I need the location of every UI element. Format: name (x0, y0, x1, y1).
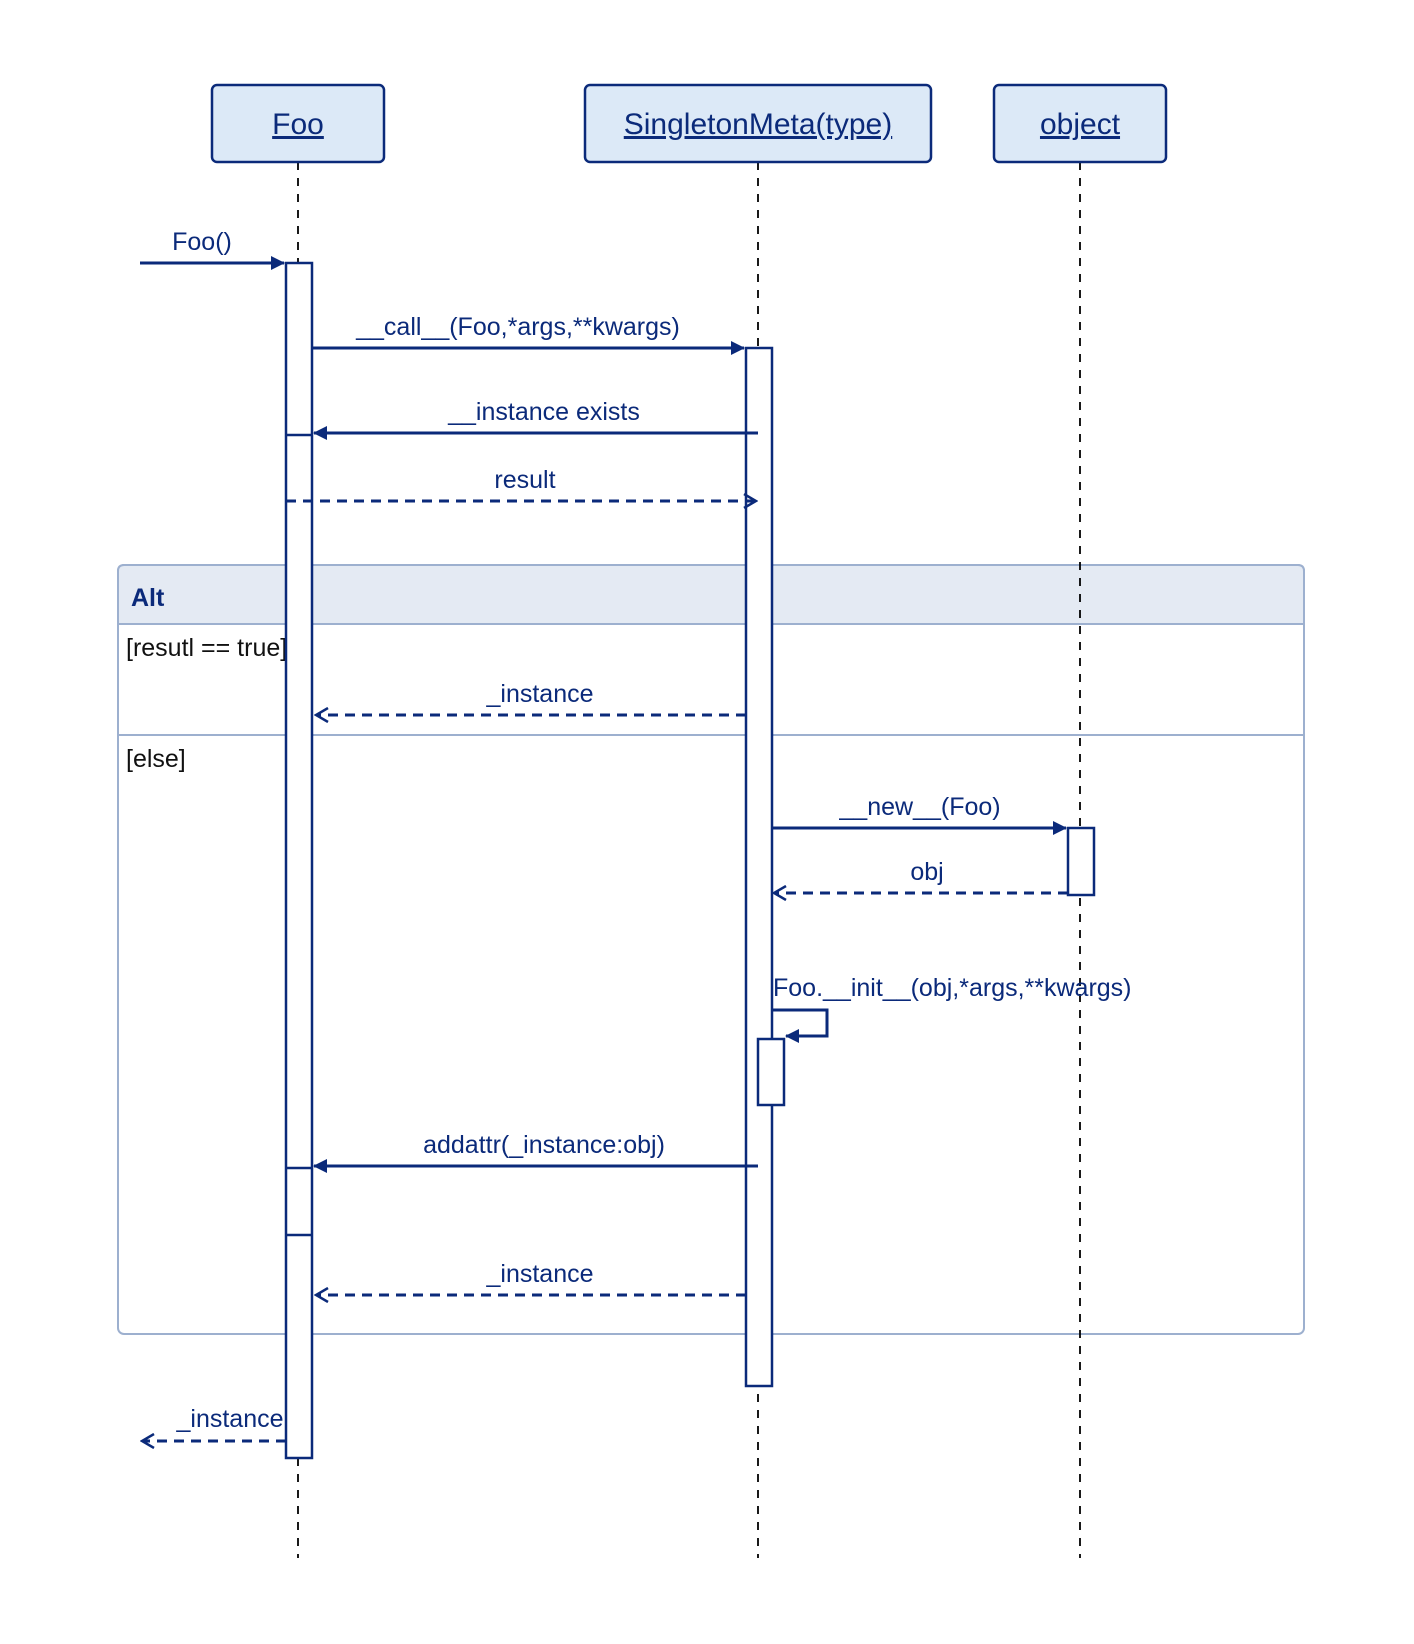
message-addattr-label: addattr(_instance:obj) (423, 1131, 665, 1159)
message-foo-call: Foo() (140, 228, 285, 270)
activation-object (1066, 826, 1096, 897)
activation-meta-nested (756, 1037, 786, 1107)
alt-guard-true: [resutl == true] (126, 634, 287, 662)
message-obj-return-label: obj (910, 858, 943, 886)
message-instance-return-final-label: _instance (175, 1405, 283, 1433)
message-instance-return-final: _instance (142, 1405, 286, 1441)
participant-singletonmeta-label: SingletonMeta(type) (624, 108, 892, 141)
message-result: result (286, 466, 756, 501)
alt-frame-header (117, 564, 1305, 625)
activation-foo (284, 261, 314, 1460)
participant-foo-label: Foo (272, 108, 324, 141)
participant-foo[interactable]: Foo (210, 83, 386, 164)
message-dunder-call: __call__(Foo,*args,**kwargs) (312, 313, 745, 355)
message-dunder-init-self-label: Foo.__init__(obj,*args,**kwargs) (773, 974, 1132, 1002)
alt-operator-label: Alt (131, 584, 165, 612)
message-dunder-new: __new__(Foo) (772, 793, 1067, 835)
message-instance-return-true: _instance (316, 680, 746, 715)
message-instance-return-true-label: _instance (485, 680, 593, 708)
message-result-label: result (494, 466, 555, 494)
message-instance-exists-label: __instance exists (447, 398, 640, 426)
message-foo-call-label: Foo() (172, 228, 232, 256)
participant-object[interactable]: object (992, 83, 1168, 164)
message-instance-return-else-label: _instance (485, 1260, 593, 1288)
message-dunder-new-label: __new__(Foo) (838, 793, 1000, 821)
message-instance-exists: __instance exists (313, 398, 758, 440)
message-dunder-init-self: Foo.__init__(obj,*args,**kwargs) (772, 974, 1132, 1043)
participant-singletonmeta-box (583, 83, 933, 164)
participant-singletonmeta[interactable]: SingletonMeta(type) (583, 83, 933, 164)
message-dunder-init-self-arrow (772, 1008, 829, 1043)
message-instance-return-else: _instance (316, 1260, 746, 1295)
activation-meta (744, 346, 774, 1388)
participant-object-box (992, 83, 1168, 164)
alt-fragment: Alt [resutl == true] [else] (117, 564, 1305, 1335)
message-dunder-call-label: __call__(Foo,*args,**kwargs) (355, 313, 680, 341)
participant-foo-box (210, 83, 386, 164)
participant-object-label: object (1040, 108, 1121, 141)
message-obj-return: obj (774, 858, 1068, 893)
message-addattr: addattr(_instance:obj) (313, 1131, 758, 1173)
alt-guard-else: [else] (126, 745, 186, 773)
